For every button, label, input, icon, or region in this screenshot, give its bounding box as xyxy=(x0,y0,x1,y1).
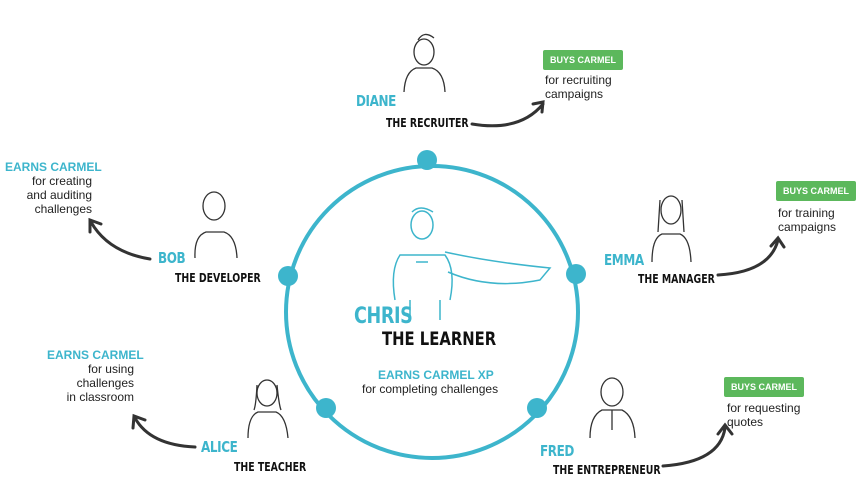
center-desc: for completing challenges xyxy=(362,382,499,396)
arrow-emma xyxy=(716,235,786,277)
diane-name: DIANE xyxy=(356,92,396,110)
node-dot-diane xyxy=(417,150,437,170)
diane-role: THE RECRUITER xyxy=(386,116,469,130)
alice-role: THE TEACHER xyxy=(234,460,307,474)
center-earn: EARNS CARMEL XP xyxy=(378,368,494,382)
chris-superhero-figure xyxy=(392,207,552,320)
diane-badge: BUYS CARMEL xyxy=(543,50,624,70)
node-dot-emma xyxy=(566,264,586,284)
alice-earn: EARNS CARMEL xyxy=(47,348,144,362)
fred-badge: BUYS CARMEL xyxy=(724,377,805,397)
emma-badge: BUYS CARMEL xyxy=(776,181,857,201)
arrow-bob xyxy=(88,217,152,261)
bob-role: THE DEVELOPER xyxy=(175,271,261,285)
arrow-fred xyxy=(661,422,734,468)
diane-figure xyxy=(403,33,446,93)
bob-figure xyxy=(194,191,238,259)
fred-figure xyxy=(589,377,636,439)
alice-figure xyxy=(247,379,289,439)
emma-name: EMMA xyxy=(604,251,644,269)
bob-earn: EARNS CARMEL xyxy=(5,160,102,174)
node-dot-alice xyxy=(316,398,336,418)
alice-name: ALICE xyxy=(201,438,238,456)
node-dot-fred xyxy=(527,398,547,418)
arrow-diane xyxy=(470,100,545,128)
bob-name: BOB xyxy=(158,249,186,267)
fred-name: FRED xyxy=(540,442,574,460)
emma-figure xyxy=(651,195,692,263)
arrow-alice xyxy=(131,413,197,449)
fred-role: THE ENTREPRENEUR xyxy=(553,463,661,477)
node-dot-bob xyxy=(278,266,298,286)
center-name: CHRIS xyxy=(354,304,413,329)
emma-role: THE MANAGER xyxy=(638,272,715,286)
center-role: THE LEARNER xyxy=(382,328,497,350)
